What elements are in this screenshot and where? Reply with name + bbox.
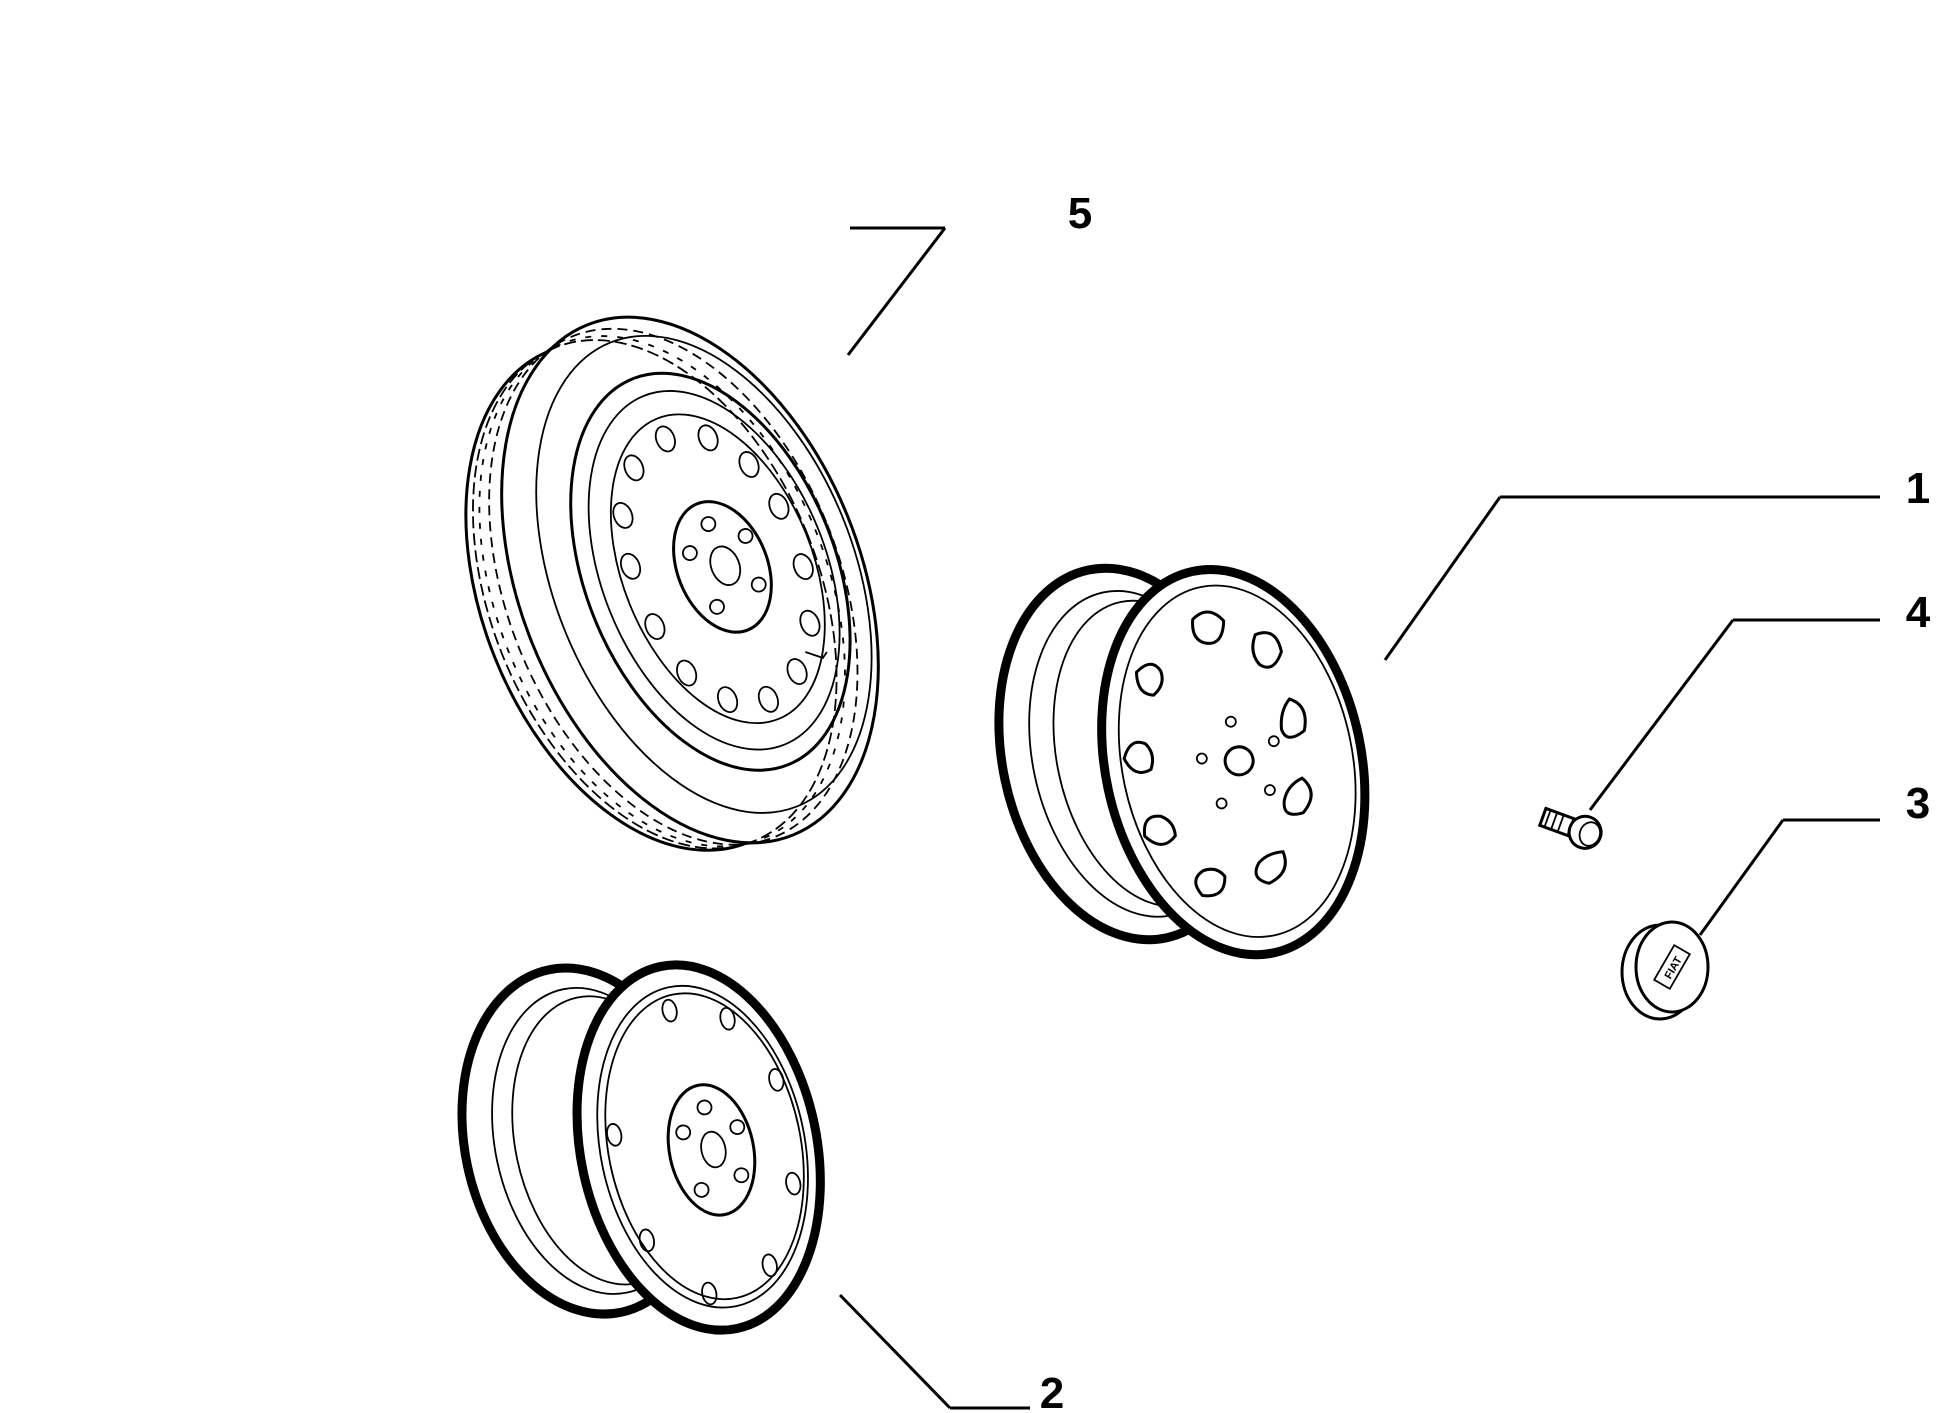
steel-center-bore <box>700 1130 727 1169</box>
steel-vent-holes <box>606 998 802 1306</box>
part-2-steel-wheel[interactable] <box>431 922 852 1376</box>
hubcap-face <box>1634 920 1710 1014</box>
hub-center-bore <box>709 545 742 586</box>
bolt-head <box>1567 814 1603 850</box>
alloy-center-bore <box>1223 745 1255 777</box>
part-3-hubcap[interactable]: FIAT <box>1620 920 1710 1021</box>
tyre-sidewall <box>535 334 873 814</box>
tyre-outer <box>500 315 880 845</box>
leader-5 <box>846 227 947 356</box>
part-1-alloy-wheel[interactable] <box>966 522 1399 1000</box>
part-5-complete-wheel[interactable] <box>392 261 950 913</box>
callout-3: 3 <box>1906 779 1930 828</box>
leader-3 <box>1698 819 1785 936</box>
alloy-bolt-holes <box>1195 715 1280 810</box>
part-4-wheel-bolt[interactable] <box>1537 802 1605 853</box>
callout-5: 5 <box>1068 189 1092 238</box>
rim-disc <box>609 413 826 725</box>
wheel-bolts <box>682 516 767 615</box>
leader-1 <box>1383 496 1502 661</box>
alloy-front-rim <box>1097 565 1370 960</box>
steel-hub <box>666 1083 757 1217</box>
leader-lines <box>838 226 1880 1410</box>
rim-edge <box>569 371 852 772</box>
alloy-spoke-openings <box>1122 610 1313 898</box>
hubcap-logo-plate <box>1652 943 1692 991</box>
callout-4: 4 <box>1906 588 1931 637</box>
leader-4 <box>1588 619 1735 811</box>
callout-numbers: 5 1 4 3 2 <box>1040 189 1931 1413</box>
leader-2 <box>838 1293 952 1410</box>
rim-vent-holes <box>612 424 821 714</box>
rim-inner <box>587 390 841 751</box>
hub <box>672 500 773 634</box>
callout-1: 1 <box>1906 464 1930 513</box>
callout-2: 2 <box>1040 1369 1064 1413</box>
steel-front-rim <box>572 960 825 1335</box>
steel-bolt-holes <box>675 1099 750 1198</box>
valve-stem <box>805 651 828 659</box>
